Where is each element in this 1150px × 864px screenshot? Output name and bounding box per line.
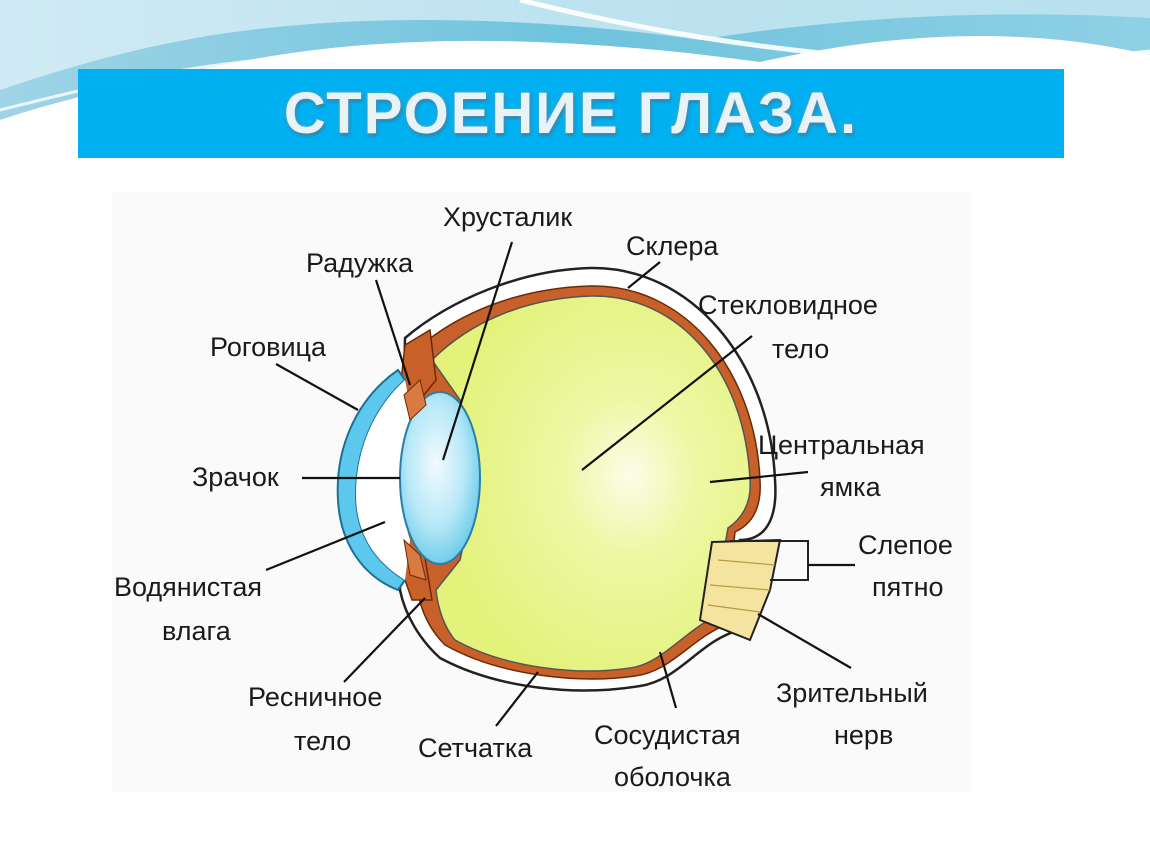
- label-fovea-2: ямка: [820, 472, 882, 502]
- label-iris: Радужка: [306, 248, 414, 278]
- leader-choroid: [658, 651, 678, 709]
- label-sclera: Склера: [626, 231, 719, 261]
- label-vitreous-2: тело: [772, 334, 829, 364]
- label-blind-spot-1: Слепое: [858, 530, 953, 560]
- slide-title: СТРОЕНИЕ ГЛАЗА.: [283, 81, 859, 146]
- leader-vitreous: [581, 335, 753, 471]
- label-aqueous-1: Водянистая: [114, 572, 262, 602]
- label-pupil: Зрачок: [192, 462, 279, 492]
- leader-sclera: [627, 261, 661, 289]
- leader-iris: [374, 279, 412, 386]
- label-lens: Хрусталик: [443, 202, 572, 232]
- label-ciliary-1: Ресничное: [248, 682, 382, 712]
- blind-spot-bracket: [730, 540, 809, 581]
- leader-aqueous: [265, 520, 386, 572]
- leader-cornea: [275, 363, 359, 411]
- label-retina: Сетчатка: [418, 733, 533, 763]
- label-optic-nerve-2: нерв: [834, 720, 893, 750]
- leader-ciliary: [343, 597, 426, 683]
- label-optic-nerve-1: Зрительный: [776, 678, 928, 708]
- leader-optic-nerve: [757, 613, 852, 669]
- aqueous-humor-shape: [356, 380, 412, 580]
- label-choroid-1: Сосудистая: [594, 720, 741, 750]
- label-aqueous-2: влага: [162, 616, 232, 646]
- label-blind-spot-2: пятно: [872, 572, 944, 602]
- title-bar: СТРОЕНИЕ ГЛАЗА.: [78, 69, 1064, 158]
- label-vitreous-1: Стекловидное: [698, 290, 878, 320]
- leader-retina: [495, 671, 539, 727]
- leader-fovea: [709, 470, 809, 484]
- label-fovea-1: Центральная: [758, 430, 925, 460]
- label-cornea: Роговица: [210, 332, 327, 362]
- iris-shape: [403, 379, 427, 421]
- leader-lens: [441, 241, 514, 461]
- vitreous-body-shape: [431, 295, 751, 672]
- label-choroid-2: оболочка: [614, 762, 732, 792]
- label-ciliary-2: тело: [294, 726, 351, 756]
